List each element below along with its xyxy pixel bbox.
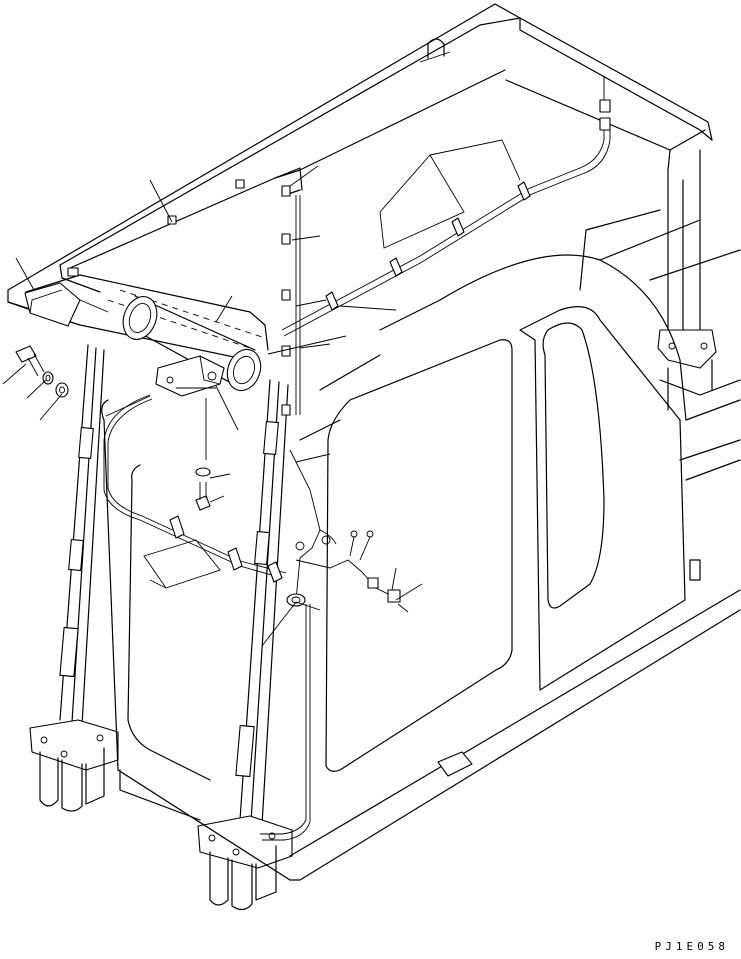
roof-clips <box>67 179 291 416</box>
connector-lower-1 <box>367 577 379 589</box>
connector-lower-2 <box>387 589 401 603</box>
cab-body <box>101 209 741 881</box>
clamp-2 <box>389 257 403 277</box>
clamp-1 <box>325 291 339 311</box>
leader-lines <box>2 76 605 647</box>
clamp-5 <box>169 515 185 539</box>
washer-lower <box>195 467 211 477</box>
clip-7 <box>167 215 177 225</box>
clamp-6 <box>227 547 243 571</box>
terminal-2 <box>295 541 305 551</box>
harness-clamps <box>169 181 531 583</box>
clamp-3 <box>451 217 465 237</box>
clip-1 <box>281 185 291 197</box>
clamp-4 <box>517 181 531 201</box>
lock-washer <box>42 371 54 385</box>
clip-8 <box>67 267 79 277</box>
rear-right-post <box>657 149 741 411</box>
clip-6 <box>235 179 245 189</box>
connectors <box>286 99 611 607</box>
terminal-4 <box>366 530 374 538</box>
front-right-post <box>197 379 293 911</box>
drawing-code: PJ1E058 <box>654 940 729 953</box>
connector-top-2 <box>599 117 611 131</box>
bolt-lower-head <box>195 495 211 511</box>
clip-2 <box>281 233 291 245</box>
washer <box>55 382 69 398</box>
front-left-post <box>29 344 119 812</box>
terminal-3 <box>350 530 358 538</box>
terminal-1 <box>321 535 331 545</box>
lifting-eye <box>427 38 445 59</box>
wire-harness <box>103 126 611 841</box>
clip-3 <box>281 289 291 301</box>
canopy-roof-frame <box>7 3 713 392</box>
connector-top-1 <box>599 99 611 113</box>
clip-5 <box>281 404 291 416</box>
bolt-head <box>15 345 37 363</box>
bracket <box>155 355 225 397</box>
clip-4 <box>281 345 291 357</box>
hardware <box>15 345 225 511</box>
grommet <box>286 593 306 607</box>
clamp-7 <box>267 561 283 583</box>
